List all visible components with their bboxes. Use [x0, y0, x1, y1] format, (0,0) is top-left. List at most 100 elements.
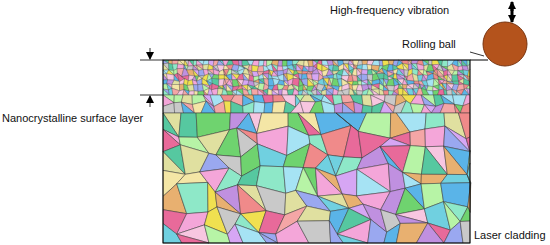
grain	[452, 89, 457, 95]
grain	[460, 207, 470, 222]
grain	[181, 102, 194, 113]
grain	[438, 89, 445, 95]
grain	[388, 164, 405, 192]
grain	[362, 64, 368, 70]
grain	[447, 75, 452, 82]
grain	[297, 206, 330, 221]
grain	[343, 102, 355, 113]
grain	[440, 104, 456, 114]
grain	[189, 91, 195, 95]
grain	[224, 101, 231, 113]
grain	[457, 71, 464, 75]
grain	[308, 60, 314, 67]
grain	[317, 89, 322, 95]
grain	[410, 129, 425, 147]
grain	[396, 113, 426, 132]
grain	[396, 209, 428, 223]
grain	[181, 102, 194, 113]
grain	[444, 146, 470, 174]
grain	[309, 66, 314, 71]
grain	[452, 89, 457, 95]
grain	[310, 95, 321, 102]
grain	[354, 65, 357, 69]
grain	[452, 71, 458, 76]
grain	[342, 103, 354, 113]
grain	[243, 102, 255, 113]
grain	[338, 86, 342, 91]
grain	[352, 69, 357, 77]
grain	[454, 104, 460, 113]
grain	[251, 89, 258, 95]
rolling-ball	[483, 22, 527, 66]
grain	[442, 60, 448, 67]
grain	[392, 91, 399, 95]
grain	[357, 76, 361, 81]
grain	[179, 113, 198, 137]
grain	[263, 89, 268, 95]
grain	[460, 103, 470, 113]
grain	[397, 79, 402, 84]
grain	[282, 89, 288, 95]
grain	[368, 220, 387, 244]
grain	[293, 64, 297, 70]
grain	[357, 74, 361, 81]
grain	[406, 89, 413, 95]
grain	[362, 80, 368, 85]
grain	[387, 64, 393, 71]
grain	[452, 64, 458, 71]
grain	[317, 89, 322, 95]
grain	[452, 81, 459, 84]
grain	[263, 74, 269, 80]
grain	[249, 75, 254, 82]
grain	[204, 225, 230, 243]
grain	[223, 70, 226, 76]
grain	[187, 85, 194, 92]
grain	[188, 60, 193, 66]
grain	[193, 85, 198, 92]
grain	[403, 63, 409, 70]
grain	[352, 75, 358, 81]
grain-structure	[163, 60, 471, 243]
bracket-arrow	[150, 96, 151, 107]
grain	[293, 65, 297, 71]
grain	[358, 81, 362, 85]
grain	[457, 91, 462, 95]
grain	[461, 60, 467, 66]
grain	[354, 102, 363, 113]
grain	[368, 80, 373, 85]
grain	[380, 138, 410, 146]
grain	[272, 90, 279, 95]
grain	[259, 79, 265, 84]
grain	[380, 102, 393, 113]
grain	[337, 220, 371, 244]
grain	[163, 70, 166, 74]
grain	[197, 79, 203, 85]
grain	[272, 84, 278, 90]
grain	[368, 80, 372, 85]
grain	[427, 79, 434, 87]
grain	[232, 74, 237, 80]
grain	[459, 78, 464, 84]
grain	[272, 90, 279, 95]
grain	[278, 60, 283, 66]
grain	[342, 69, 349, 76]
grain	[413, 84, 419, 89]
grain	[441, 95, 455, 104]
grain	[323, 78, 328, 85]
grain	[187, 66, 194, 70]
grain	[293, 74, 299, 79]
grain	[251, 87, 258, 90]
bracket-arrow	[150, 48, 151, 59]
grain	[326, 75, 333, 79]
grain	[398, 88, 403, 95]
grain	[262, 95, 273, 103]
grain	[226, 84, 233, 91]
grain	[406, 85, 413, 89]
grain	[303, 85, 307, 91]
grain	[193, 70, 199, 77]
grain	[397, 74, 405, 79]
grain	[243, 73, 249, 80]
grain	[297, 221, 330, 243]
grain	[444, 146, 467, 174]
grain	[163, 63, 169, 70]
